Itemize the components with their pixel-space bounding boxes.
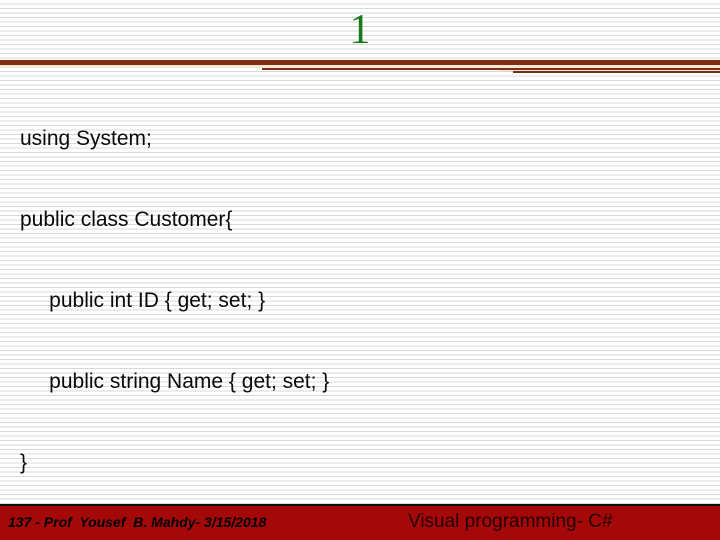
code-line: public int ID { get; set; } [20, 289, 266, 312]
code-line: using System; [20, 127, 152, 150]
footer-credit: 137 - Prof Yousef B. Mahdy- 3/15/2018 [8, 514, 267, 530]
title-rule-cream-band [0, 65, 720, 68]
footer-bar: 137 - Prof Yousef B. Mahdy- 3/15/2018 Vi… [0, 504, 720, 540]
footer-course-label: Visual programming- C# [408, 511, 613, 532]
title-rule-thin-lower [513, 71, 720, 73]
code-block: using System; public class Customer{ pub… [20, 71, 716, 540]
title-rule-thin-upper [262, 68, 720, 70]
title-rule-thick [0, 60, 720, 65]
code-line: public class Customer{ [20, 208, 233, 231]
title-rule-cream-thin [500, 70, 720, 71]
slide-title-number: 1 [349, 7, 371, 53]
code-line: public string Name { get; set; } [20, 370, 330, 393]
code-line: } [20, 451, 28, 474]
